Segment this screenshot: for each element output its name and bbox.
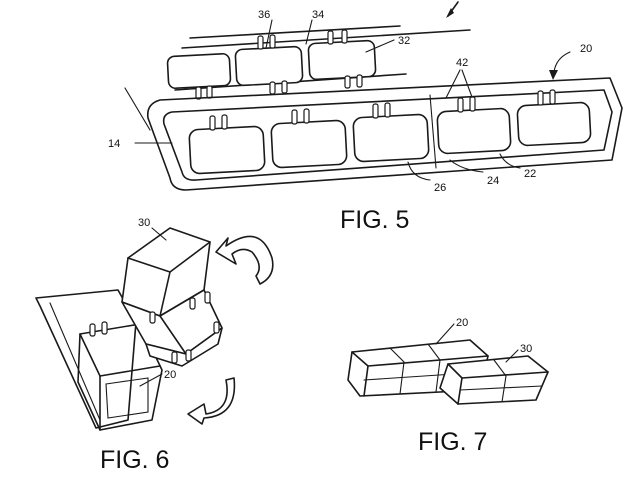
leader-30 bbox=[151, 227, 167, 241]
fig7-block-20-divider-1 bbox=[389, 347, 405, 395]
tab bbox=[206, 85, 213, 99]
tab bbox=[341, 29, 348, 44]
ref-32: 32 bbox=[398, 35, 410, 47]
tab bbox=[356, 74, 363, 88]
fig5-top-arrowhead bbox=[446, 8, 454, 18]
leader-36 bbox=[265, 19, 273, 49]
leader-32 bbox=[365, 39, 395, 53]
tab bbox=[303, 108, 310, 124]
leader-34 bbox=[305, 19, 313, 45]
ref-14: 14 bbox=[108, 138, 120, 150]
front-pad-1 bbox=[188, 125, 266, 175]
figure-7: 20 30 FIG. 7 bbox=[347, 317, 549, 456]
fig6-open-box-inner bbox=[105, 377, 149, 419]
tab bbox=[221, 114, 228, 130]
fig-7-caption: FIG. 7 bbox=[418, 428, 487, 456]
fig-6-caption: FIG. 6 bbox=[100, 446, 169, 474]
ref-22: 22 bbox=[524, 168, 536, 180]
fig6-module-mid-edge bbox=[159, 315, 187, 355]
tab bbox=[195, 86, 202, 100]
tab bbox=[89, 323, 96, 337]
fig7-block-20-divider-2 bbox=[427, 343, 441, 393]
fig7-block-30-seam bbox=[459, 385, 543, 391]
leader-26 bbox=[407, 161, 431, 181]
fig7-block-30 bbox=[439, 355, 549, 405]
fig6-sheet-fold bbox=[49, 302, 101, 421]
ref-42: 42 bbox=[456, 57, 468, 69]
fig7-block-30-edge bbox=[457, 377, 463, 405]
tab bbox=[327, 30, 334, 45]
back-tray-edge-1 bbox=[181, 29, 471, 49]
front-pad-5 bbox=[516, 101, 592, 147]
ref-36: 36 bbox=[258, 9, 270, 21]
figure-6: 30 20 FIG. 6 bbox=[35, 217, 274, 474]
tab bbox=[469, 96, 476, 112]
rotate-arrow-bottom-icon bbox=[187, 377, 236, 425]
ref-30-fig7: 30 bbox=[520, 343, 532, 355]
fig7-block-30-divider bbox=[493, 359, 507, 403]
fig6-base-sheet bbox=[35, 289, 137, 429]
back-pad-2 bbox=[234, 45, 304, 87]
tab bbox=[549, 89, 556, 105]
rotate-arrow-top-icon bbox=[215, 235, 274, 285]
front-pad-2 bbox=[270, 119, 348, 169]
tab bbox=[537, 90, 544, 106]
ref-26: 26 bbox=[434, 182, 446, 194]
ref-20-fig7: 20 bbox=[456, 317, 468, 329]
leader-20 bbox=[553, 51, 571, 73]
back-pad-3 bbox=[307, 39, 377, 81]
front-strip-inner bbox=[162, 89, 613, 181]
tab bbox=[171, 351, 178, 364]
tab bbox=[189, 297, 196, 310]
leader-30-fig7 bbox=[505, 349, 519, 363]
leader-20-arrowhead bbox=[549, 70, 558, 80]
tab bbox=[291, 109, 298, 125]
front-pad-3 bbox=[352, 113, 430, 163]
strip-perforation bbox=[429, 94, 437, 169]
tab bbox=[281, 80, 288, 94]
ref-34: 34 bbox=[312, 9, 324, 21]
ref-20-fig6: 20 bbox=[164, 369, 176, 381]
ref-30: 30 bbox=[138, 217, 150, 229]
leader-20-fig6 bbox=[139, 373, 163, 387]
tab bbox=[344, 75, 351, 89]
fig6-module-top-edge bbox=[159, 271, 171, 317]
back-tray-edge-2 bbox=[189, 25, 401, 39]
tab bbox=[204, 291, 211, 304]
fig-5-caption: FIG. 5 bbox=[340, 206, 409, 234]
leader-42b bbox=[461, 69, 473, 98]
leader-22 bbox=[499, 153, 521, 169]
ref-20: 20 bbox=[580, 43, 592, 55]
front-pad-4 bbox=[436, 107, 512, 155]
back-pad-1 bbox=[166, 52, 232, 90]
tab bbox=[269, 81, 276, 95]
tab bbox=[101, 321, 108, 335]
ref-24: 24 bbox=[487, 175, 499, 187]
tab bbox=[257, 35, 264, 50]
tab bbox=[149, 311, 156, 324]
tab bbox=[213, 321, 220, 334]
leader-24 bbox=[449, 159, 484, 173]
figure-5: 36 34 32 20 42 14 26 24 22 FIG. 5 bbox=[108, 1, 623, 234]
front-strip-outline bbox=[146, 77, 623, 191]
tab bbox=[372, 103, 379, 119]
tab bbox=[209, 115, 216, 131]
tab bbox=[384, 102, 391, 118]
leader-20-fig7 bbox=[435, 323, 455, 345]
strip-side-edge bbox=[124, 87, 151, 131]
leader-42a bbox=[445, 69, 461, 99]
tab bbox=[457, 97, 464, 113]
tab bbox=[185, 349, 192, 362]
tab bbox=[269, 34, 276, 49]
fig7-block-20-edge bbox=[363, 365, 369, 397]
